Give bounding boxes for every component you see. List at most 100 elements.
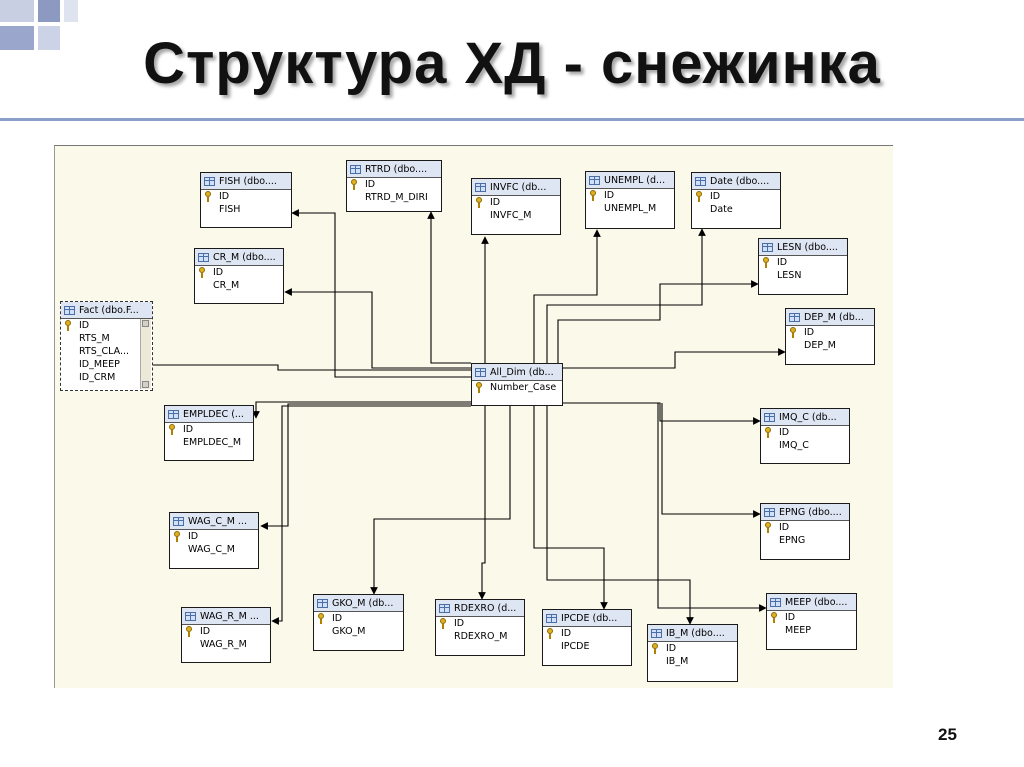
- rel-imq: [562, 402, 761, 425]
- column-row: EPNG: [779, 535, 806, 546]
- column-row: WAG_C_M: [188, 544, 235, 555]
- rel-crm: [284, 288, 471, 369]
- column-row: FISH: [219, 204, 241, 215]
- column-row: ID: [170, 530, 258, 543]
- table-all-dim[interactable]: All_Dim (db... Number_Case: [471, 363, 563, 406]
- table-icon: [589, 175, 600, 185]
- table-header: IMQ_C (db...: [761, 409, 849, 426]
- table-cr-m[interactable]: CR_M (dbo.... ID CR_M: [194, 248, 284, 304]
- key-icon: [696, 191, 702, 202]
- column-row: WAG_R_M: [200, 639, 247, 650]
- table-fish[interactable]: FISH (dbo.... ID FISH: [200, 172, 292, 228]
- table-icon: [64, 305, 75, 315]
- rel-wagr: [271, 405, 471, 625]
- table-dep-m[interactable]: DEP_M (db... ID DEP_M: [785, 308, 875, 365]
- column-row: ID: [786, 326, 874, 339]
- key-icon: [351, 179, 357, 190]
- rel-date: [546, 228, 706, 363]
- rel-meep: [657, 403, 767, 612]
- table-header: WAG_R_M ...: [182, 608, 270, 625]
- column-row: ID: [648, 642, 737, 655]
- column-row: IB_M: [666, 656, 689, 667]
- table-icon: [439, 603, 450, 613]
- rel-fact: [153, 364, 471, 371]
- table-ib-m[interactable]: IB_M (dbo.... ID IB_M: [647, 624, 738, 682]
- key-icon: [765, 522, 771, 533]
- table-rdexro[interactable]: RDEXRO (d... ID RDEXRO_M: [435, 599, 525, 656]
- column-row: ID: [314, 612, 403, 625]
- key-icon: [174, 531, 180, 542]
- rel-rtrd: [427, 211, 471, 364]
- table-header: RDEXRO (d...: [436, 600, 524, 617]
- scroll-down-arrow[interactable]: [142, 381, 149, 388]
- table-imq-c[interactable]: IMQ_C (db... ID IMQ_C: [760, 408, 850, 464]
- column-row: ID: [761, 426, 849, 439]
- column-row: ID: [543, 627, 631, 640]
- table-header: UNEMPL (d...: [586, 172, 674, 189]
- table-header: GKO_M (db...: [314, 595, 403, 612]
- table-icon: [317, 598, 328, 608]
- table-icon: [695, 176, 706, 186]
- key-icon: [65, 320, 71, 331]
- table-date[interactable]: Date (dbo.... ID Date: [691, 172, 781, 229]
- table-header: LESN (dbo....: [759, 239, 847, 256]
- rel-ibm: [546, 406, 694, 625]
- column-row: ID: [347, 178, 441, 191]
- decor-square: [64, 0, 78, 22]
- table-header: IB_M (dbo....: [648, 625, 737, 642]
- key-icon: [205, 191, 211, 202]
- rel-wagc: [260, 403, 471, 530]
- table-header: CR_M (dbo....: [195, 249, 283, 266]
- key-icon: [652, 643, 658, 654]
- table-header: EMPLDEC (...: [165, 406, 253, 423]
- slide-title: Структура ХД - снежинка: [143, 31, 881, 96]
- table-icon: [764, 412, 775, 422]
- key-icon: [763, 257, 769, 268]
- key-icon: [476, 382, 482, 393]
- scrollbar[interactable]: [140, 319, 151, 389]
- rel-rdexro: [478, 406, 486, 600]
- title-rule: [0, 118, 1024, 121]
- scroll-up-arrow[interactable]: [142, 320, 149, 327]
- table-header: All_Dim (db...: [472, 364, 562, 381]
- rel-gko: [370, 406, 511, 595]
- table-gko-m[interactable]: GKO_M (db... ID GKO_M: [313, 594, 404, 651]
- table-rtrd[interactable]: RTRD (dbo.... ID RTRD_M_DIRI: [346, 160, 442, 212]
- table-unempl[interactable]: UNEMPL (d... ID UNEMPL_M: [585, 171, 675, 229]
- table-header: Date (dbo....: [692, 173, 780, 190]
- key-icon: [169, 424, 175, 435]
- table-wag-c-m[interactable]: WAG_C_M ... ID WAG_C_M: [169, 512, 259, 569]
- column-row: UNEMPL_M: [604, 203, 657, 214]
- table-epng[interactable]: EPNG (dbo.... ID EPNG: [760, 503, 850, 560]
- key-icon: [199, 267, 205, 278]
- table-ipcde[interactable]: IPCDE (db... ID IPCDE: [542, 609, 632, 666]
- column-row: LESN: [777, 270, 802, 281]
- column-row: ID: [165, 423, 253, 436]
- column-row: EMPLDEC_M: [183, 437, 242, 448]
- table-header: MEEP (dbo....: [767, 594, 856, 611]
- column-row: MEEP: [785, 625, 811, 636]
- column-row: ID: [759, 256, 847, 269]
- table-fact[interactable]: Fact (dbo.F... ID RTS_M RTS_CLA... ID_ME…: [60, 301, 153, 391]
- column-row: Number_Case: [472, 381, 562, 394]
- decor-square: [0, 0, 34, 22]
- decor-square: [38, 0, 60, 22]
- table-icon: [198, 252, 209, 262]
- table-meep[interactable]: MEEP (dbo.... ID MEEP: [766, 593, 857, 650]
- table-header: INVFC (db...: [472, 179, 560, 196]
- table-icon: [475, 182, 486, 192]
- table-header: IPCDE (db...: [543, 610, 631, 627]
- column-row: ID: [436, 617, 524, 630]
- table-wag-r-m[interactable]: WAG_R_M ... ID WAG_R_M: [181, 607, 271, 663]
- key-icon: [440, 618, 446, 629]
- rel-lesn: [557, 280, 759, 363]
- table-invfc[interactable]: INVFC (db... ID INVFC_M: [471, 178, 561, 235]
- column-row: ID: [201, 190, 291, 203]
- table-lesn[interactable]: LESN (dbo.... ID LESN: [758, 238, 848, 295]
- table-icon: [762, 242, 773, 252]
- column-row: Date: [710, 204, 733, 215]
- table-icon: [173, 516, 184, 526]
- rel-fish: [291, 209, 471, 378]
- table-icon: [475, 367, 486, 377]
- table-empldec[interactable]: EMPLDEC (... ID EMPLDEC_M: [164, 405, 254, 461]
